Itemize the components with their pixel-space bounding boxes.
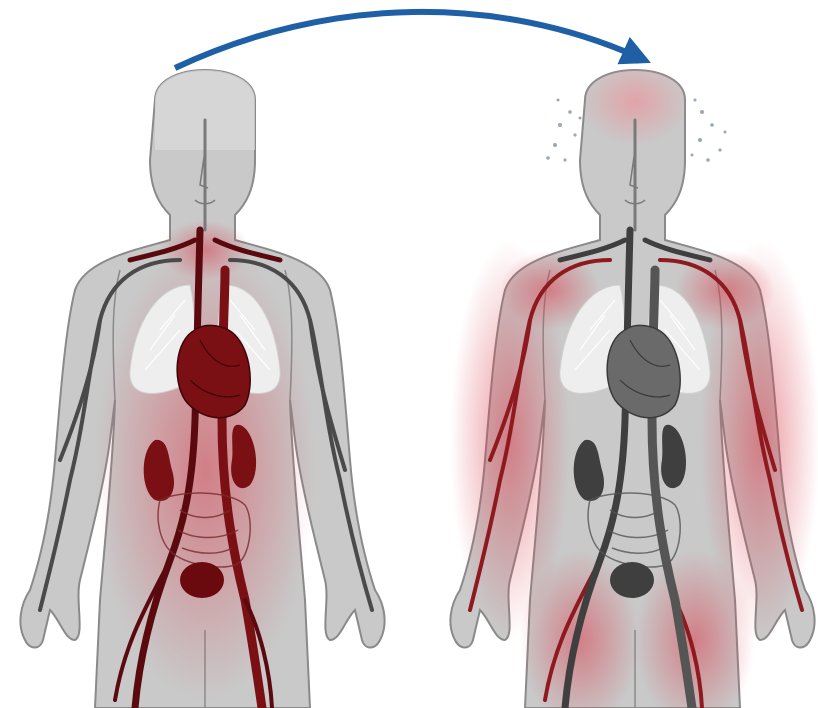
core-glow	[95, 240, 315, 700]
transition-arrow	[175, 12, 640, 68]
bladder	[610, 562, 654, 598]
heart	[607, 325, 680, 417]
bladder	[180, 562, 224, 598]
right-figure	[450, 70, 818, 708]
heart	[177, 325, 250, 417]
left-figure	[20, 70, 384, 708]
